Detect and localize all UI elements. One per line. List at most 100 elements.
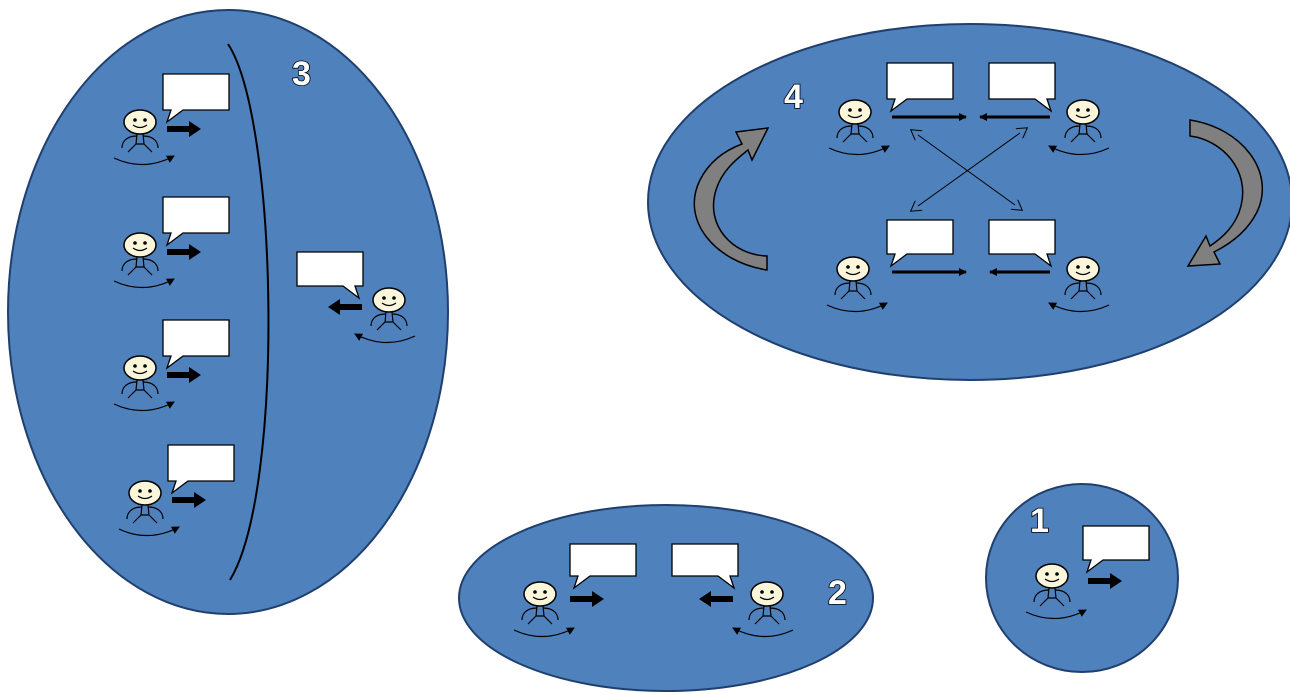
head xyxy=(523,581,557,607)
eye xyxy=(1086,108,1090,112)
group-4-ellipse xyxy=(647,23,1290,381)
head xyxy=(372,287,406,313)
figures-layer xyxy=(113,62,1150,638)
head xyxy=(128,480,162,506)
mouth xyxy=(132,247,148,252)
body xyxy=(1064,123,1102,143)
eye xyxy=(1086,265,1090,269)
speech-bubble-icon xyxy=(1082,525,1150,574)
motion-arrow xyxy=(354,333,416,344)
eye xyxy=(848,108,852,112)
speech-bubble-icon xyxy=(886,219,954,268)
motion-arrow xyxy=(732,627,794,638)
mouth xyxy=(132,370,148,375)
arrow-shape xyxy=(570,591,604,607)
mouth xyxy=(1075,114,1091,119)
speech-bubble-icon xyxy=(988,62,1056,113)
arrow-icon xyxy=(167,367,201,383)
stick-figure-icon xyxy=(118,480,180,537)
head xyxy=(123,232,157,258)
eye xyxy=(143,118,147,122)
stick-figure-icon xyxy=(113,232,175,289)
head xyxy=(750,581,784,607)
head xyxy=(123,355,157,381)
body xyxy=(836,123,874,143)
eye xyxy=(138,489,142,493)
motion-arrow xyxy=(828,145,890,156)
arrow-shape xyxy=(167,367,201,383)
stick-figure-icon xyxy=(826,256,888,313)
speech-bubble-icon xyxy=(296,251,364,300)
eye xyxy=(1076,108,1080,112)
motion-arrow xyxy=(826,302,888,313)
eye xyxy=(148,489,152,493)
eye xyxy=(856,265,860,269)
stick-figure-icon xyxy=(113,109,175,166)
eye xyxy=(533,590,537,594)
group-3: 3 xyxy=(7,9,449,615)
group-2-label: 2 xyxy=(828,574,847,612)
head xyxy=(1035,563,1069,589)
eye xyxy=(846,265,850,269)
group-4: 4 xyxy=(647,23,1290,381)
body xyxy=(1033,587,1071,607)
arrow-shape xyxy=(328,299,362,315)
arrow-icon xyxy=(172,492,206,508)
group-divider-curve xyxy=(227,43,270,581)
motion-arrow xyxy=(118,526,180,537)
eye xyxy=(133,118,137,122)
eye xyxy=(382,296,386,300)
motion-arrow xyxy=(113,278,175,289)
eye xyxy=(143,364,147,368)
eye xyxy=(1076,265,1080,269)
arrow-shape xyxy=(1088,573,1122,589)
head xyxy=(123,109,157,135)
arrow-icon xyxy=(1088,573,1122,589)
body xyxy=(121,256,159,276)
arrow-shape xyxy=(699,591,733,607)
speech-bubble-icon xyxy=(162,73,230,124)
mouth xyxy=(532,596,548,601)
speech-bubble-icon xyxy=(162,319,230,370)
eye xyxy=(1045,572,1049,576)
arrow-shape xyxy=(167,121,201,137)
motion-arrow xyxy=(1025,609,1087,620)
stick-figure-icon xyxy=(113,355,175,412)
mouth xyxy=(847,114,863,119)
eye xyxy=(133,364,137,368)
arrow-icon xyxy=(570,591,604,607)
motion-arrow xyxy=(113,155,175,166)
eye xyxy=(770,590,774,594)
curved-arrow-icon xyxy=(1186,119,1263,267)
speech-bubble-icon xyxy=(988,219,1056,268)
arrow-icon xyxy=(699,591,733,607)
group-1-ellipse xyxy=(985,483,1179,673)
body xyxy=(126,504,164,524)
mouth xyxy=(759,596,775,601)
arrow-shape xyxy=(167,244,201,260)
group-4-label: 4 xyxy=(784,78,803,116)
stick-figure-icon xyxy=(1048,256,1110,313)
stick-figure-icon xyxy=(828,99,890,156)
curved-arrow-icon xyxy=(693,127,770,271)
stick-figure-icon xyxy=(354,287,416,344)
mouth xyxy=(132,124,148,129)
speech-bubble-icon xyxy=(671,543,739,590)
body xyxy=(121,133,159,153)
motion-arrow xyxy=(1048,302,1110,313)
body xyxy=(370,311,408,331)
head xyxy=(1066,99,1100,125)
head xyxy=(836,256,870,282)
speech-bubble-icon xyxy=(886,62,954,113)
stick-figure-icon xyxy=(732,581,794,638)
group-2-ellipse xyxy=(458,504,874,692)
arrow-icon xyxy=(167,121,201,137)
stick-figure-icon xyxy=(513,581,575,638)
speech-bubble-icon xyxy=(167,444,235,495)
speech-bubble-icon xyxy=(569,543,637,590)
cross-arrow xyxy=(918,133,1020,206)
body xyxy=(834,280,872,300)
motion-arrow xyxy=(1048,145,1110,156)
group-3-ellipse xyxy=(7,9,449,615)
